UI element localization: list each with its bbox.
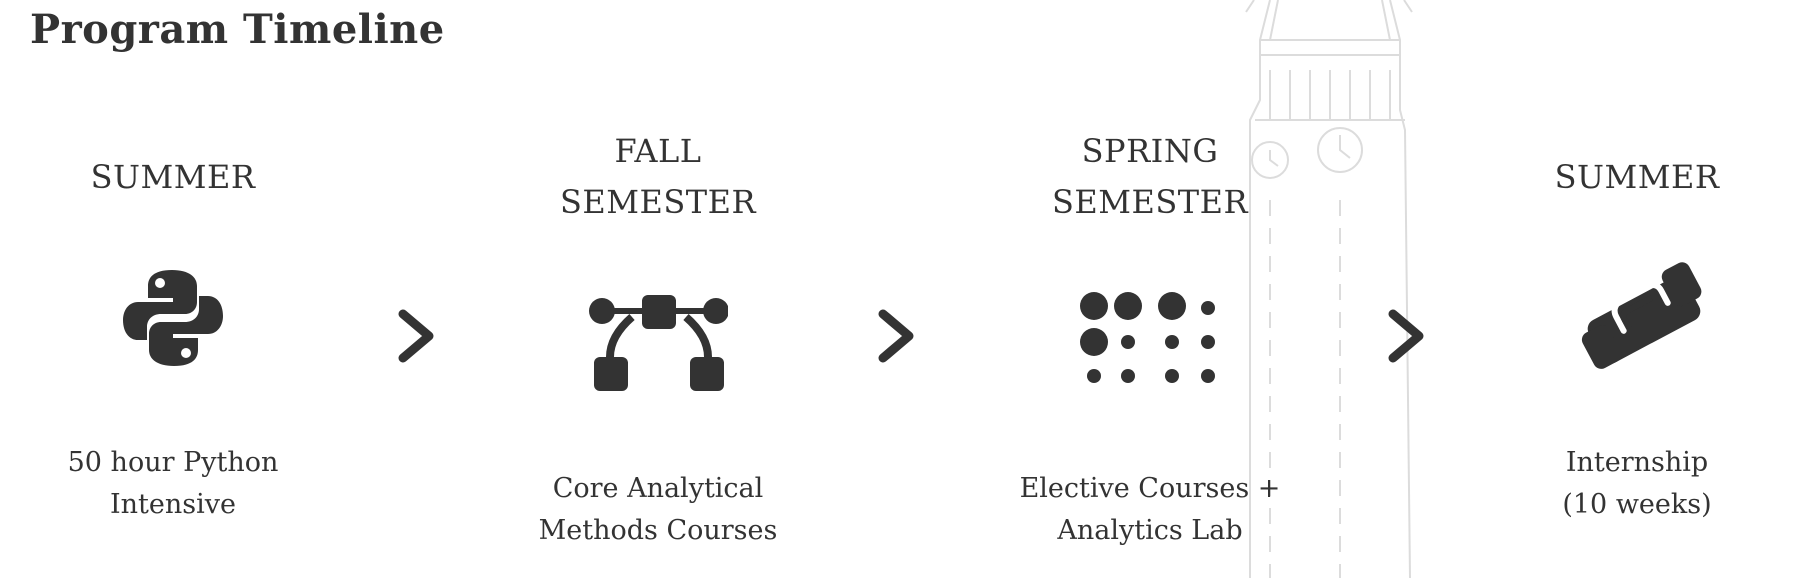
clock-tower-sketch [1245, 0, 1413, 578]
stage-description-line: 50 hour Python [67, 447, 279, 478]
chevron-right-icon [398, 309, 434, 363]
stage-term-line: FALL [614, 132, 702, 170]
stage-description-line: (10 weeks) [1562, 489, 1712, 520]
stage-description-line: Internship [1565, 447, 1709, 478]
chevron-right-icon [878, 309, 914, 363]
stage-description-line: Intensive [110, 489, 236, 520]
page-title: Program Timeline [30, 6, 445, 53]
stage-description: Core Analytical Methods Courses [518, 468, 798, 552]
stage-term-line: SEMESTER [559, 183, 757, 221]
chevron-right-icon [1388, 309, 1424, 363]
stage-term-line: SPRING [1081, 132, 1219, 170]
stage-description-line: Core Analytical [552, 473, 764, 504]
stage-term-line: SUMMER [1554, 158, 1720, 196]
python-logo-icon [123, 270, 223, 366]
stage-term: SUMMER [33, 152, 313, 203]
stage-term-line: SUMMER [90, 158, 256, 196]
braille-dots-icon [1080, 292, 1215, 383]
stage-description: Internship (10 weeks) [1497, 442, 1777, 526]
stage-description: Elective Courses + Analytics Lab [1010, 468, 1290, 552]
stage-description-line: Elective Courses + [1019, 473, 1281, 504]
stage-term: SPRING SEMESTER [1010, 126, 1290, 228]
stage-term: SUMMER [1497, 152, 1777, 203]
stage-term: FALL SEMESTER [518, 126, 798, 228]
stage-description: 50 hour Python Intensive [33, 442, 313, 526]
stage-term-line: SEMESTER [1051, 183, 1249, 221]
stage-description-line: Methods Courses [538, 515, 778, 546]
handshake-icon [1581, 262, 1702, 369]
bezier-curve-icon [589, 295, 728, 391]
stage-description-line: Analytics Lab [1057, 515, 1243, 546]
